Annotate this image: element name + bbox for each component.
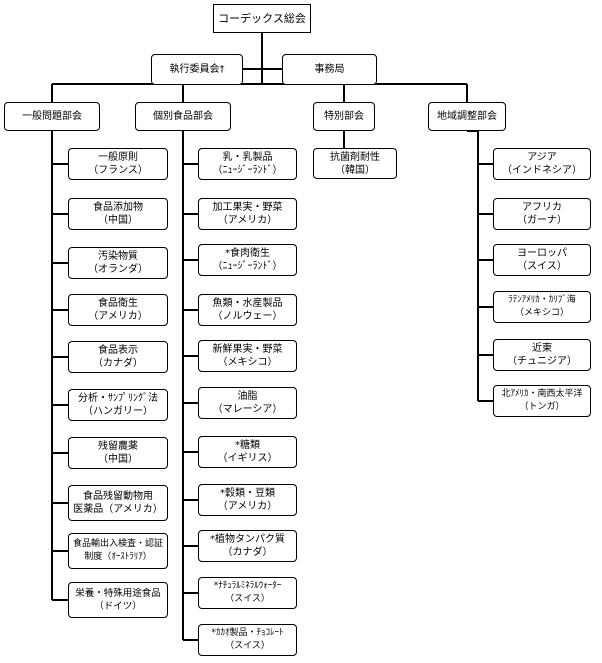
committee-name: *食肉衛生 [225,248,270,259]
committee-country: （アメリカ） [217,215,278,226]
regional-header: 地域調整部会 [428,102,506,131]
exec-label: 執行委員会† [169,64,225,75]
general-title: 一般問題部会 [22,111,82,122]
committee-country: （カナダ） [222,547,273,558]
committee-country: （ﾆｭｰｼﾞｰﾗﾝﾄﾞ） [212,165,283,176]
committee-box: *ﾅﾁｭﾗﾙﾐﾈﾗﾙｳｫｰﾀｰ （スイス） [198,577,297,609]
special-title: 特別部会 [324,111,364,122]
committee-country: （ノルウェー） [212,311,283,322]
committee-name: 分析・ｻﾝﾌﾟﾘﾝｸﾞ法 [78,393,158,404]
committee-name: 油脂 [237,391,258,402]
regional-title: 地域調整部会 [437,111,497,122]
root-label: コーデックス総会 [218,12,306,25]
committee-box: ヨーロッパ （スイス） [493,244,591,276]
committee-country: （チュニジア） [507,356,577,367]
special-header: 特別部会 [313,102,375,131]
committee-name: 北ｱﾒﾘｶ・南西太平洋 [501,389,583,399]
committee-box: 汚染物質 （オランダ） [68,247,168,279]
committee-box: 油脂 （マレーシア） [198,387,297,419]
committee-country: （ハンガリー） [83,406,153,417]
committee-country: （ﾆｭｰｼﾞｰﾗﾝﾄﾞ） [212,261,283,272]
committee-box: *穀類・豆類 （アメリカ） [198,484,297,516]
committee-country: （韓国） [335,164,375,176]
committee-name: 一般原則 [98,152,138,163]
committee-box: 北ｱﾒﾘｶ・南西太平洋 （トンガ） [493,385,591,417]
committee-name: ヨーロッパ [517,248,567,259]
committee-box: アジア （インドネシア） [493,148,591,180]
committee-name: 新鮮果実・野菜 [212,344,283,355]
committee-box: *食肉衛生 （ﾆｭｰｼﾞｰﾗﾝﾄﾞ） [198,244,297,276]
committee-box: 栄養・特殊用途食品 （ドイツ） [68,582,168,618]
committee-box: 残留農薬 （中国） [68,437,168,469]
commodity-title: 個別食品部会 [153,111,213,122]
secretariat-label: 事務局 [314,64,345,75]
committee-box: 魚類・水産製品 （ノルウェー） [198,294,297,326]
committee-country: （中国） [98,215,138,226]
committee-name: アジア [527,152,557,163]
committee-box: 食品添加物 （中国） [68,198,168,230]
committee-country: （ドイツ） [94,601,142,612]
committee-country: （ガーナ） [517,215,567,226]
committee-country: （トンガ） [519,402,565,412]
committee-name: 食品表示 [98,345,138,356]
committee-name: *穀類・豆類 [220,488,275,499]
committee-country: （イギリス） [217,453,278,464]
committee-country: （アメリカ） [217,501,278,512]
committee-country: （インドネシア） [502,165,582,176]
committee-country: 医薬品（アメリカ） [73,504,163,515]
committee-country: （スイス） [225,594,270,604]
committee-country: （メキシコ） [514,308,569,318]
committee-box: 食品衛生 （アメリカ） [68,294,168,326]
committee-name: 加工果実・野菜 [212,202,283,213]
committee-box: *ｶｶｵ製品・ﾁｮｺﾚｰﾄ （スイス） [198,624,297,656]
committee-name: *ﾅﾁｭﾗﾙﾐﾈﾗﾙｳｫｰﾀｰ [213,581,282,591]
committee-box: 新鮮果実・野菜 （メキシコ） [198,340,297,372]
committee-box: *糖類 （イギリス） [198,436,297,468]
committee-box: 近東 （チュニジア） [493,339,591,371]
committee-name: 乳・乳製品 [222,152,273,163]
committee-country: （オランダ） [88,264,148,275]
committee-country: （カナダ） [93,358,143,369]
committee-name: 残留農薬 [98,441,138,452]
committee-country: （フランス） [88,165,148,176]
committee-box: 加工果実・野菜 （アメリカ） [198,198,297,230]
committee-country: （マレーシア） [212,404,283,415]
committee-box: 分析・ｻﾝﾌﾟﾘﾝｸﾞ法 （ハンガリー） [68,389,168,421]
committee-name: アフリカ [522,202,562,213]
committee-country: （中国） [98,454,138,465]
committee-name: ﾗﾃﾝｱﾒﾘｶ・ｶﾘﾌﾞ海 [508,295,576,305]
committee-name: 抗菌剤耐性 [330,151,380,163]
committee-name: *ｶｶｵ製品・ﾁｮｺﾚｰﾄ [211,628,284,638]
committee-box: 一般原則 （フランス） [68,148,168,180]
committee-box: 食品表示 （カナダ） [68,341,168,373]
committee-box: 乳・乳製品 （ﾆｭｰｼﾞｰﾗﾝﾄﾞ） [198,148,297,180]
committee-country: （スイス） [517,261,567,272]
committee-country: （アメリカ） [88,311,148,322]
committee-name: 近東 [532,343,552,354]
committee-country: （メキシコ） [217,357,278,368]
committee-box: *植物タンパク質 （カナダ） [198,530,297,562]
general-header: 一般問題部会 [4,102,100,131]
committee-box: 食品輸出入検査・認証 制度（ｵｰｽﾄﾗﾘｱ） [68,533,168,569]
committee-box: ﾗﾃﾝｱﾒﾘｶ・ｶﾘﾌﾞ海 （メキシコ） [493,291,591,323]
committee-name: 汚染物質 [98,251,138,262]
exec-node: 執行委員会† [151,54,243,85]
committee-name: 栄養・特殊用途食品 [75,588,161,599]
committee-country: （スイス） [225,641,270,651]
commodity-header: 個別食品部会 [135,102,231,131]
secretariat-node: 事務局 [282,54,377,85]
committee-name: 食品添加物 [93,202,143,213]
committee-name: 魚類・水産製品 [212,298,283,309]
committee-name: 食品輸出入検査・認証 [72,539,163,549]
committee-box: 抗菌剤耐性 （韓国） [313,148,397,179]
committee-name: 食品残留動物用 [83,491,153,502]
committee-box: アフリカ （ガーナ） [493,198,591,230]
committee-name: *植物タンパク質 [210,534,285,545]
root-node: コーデックス総会 [213,4,311,33]
committee-box: 食品残留動物用 医薬品（アメリカ） [68,485,168,521]
committee-country: 制度（ｵｰｽﾄﾗﾘｱ） [84,552,152,562]
committee-name: *糖類 [235,440,260,451]
committee-name: 食品衛生 [98,298,138,309]
